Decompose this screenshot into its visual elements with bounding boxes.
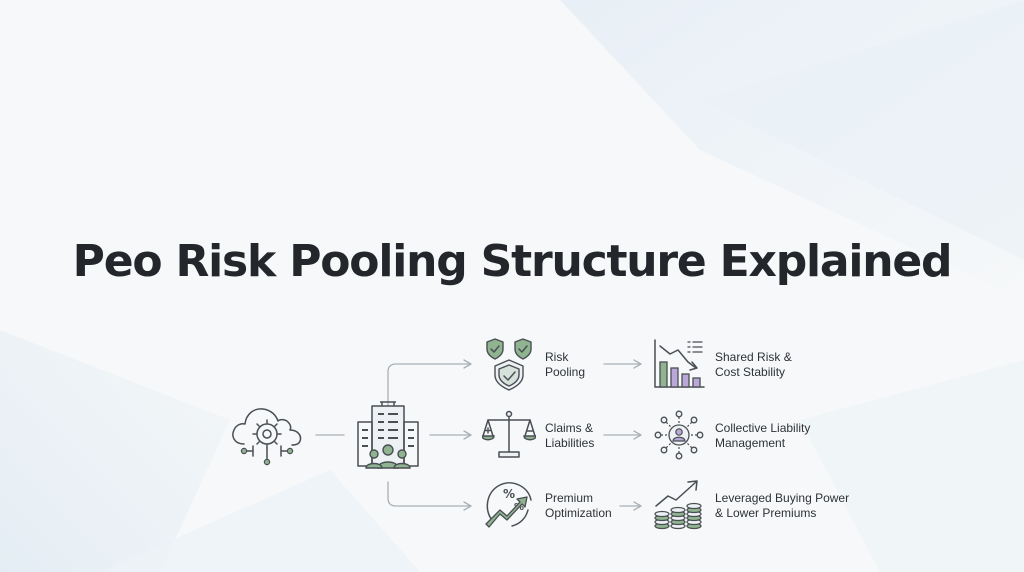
mechanism-label-risk-pooling: Risk Pooling (545, 350, 586, 379)
percent-growth-icon: % % (485, 482, 532, 528)
balance-scale-icon (482, 410, 536, 458)
outcome-label-buying-power: Leveraged Buying Power & Lower Premiums (715, 491, 850, 520)
arrowhead (633, 501, 642, 511)
cloud-gear-icon (232, 408, 302, 466)
network-person-icon (654, 410, 704, 460)
arrowhead (633, 430, 642, 440)
connector-hub-row-1 (387, 363, 471, 406)
arrowhead (633, 359, 642, 369)
coin-stacks-growth-icon (654, 480, 702, 530)
svg-text:%: % (503, 487, 515, 501)
mechanism-label-claims: Claims & Liabilities (545, 421, 595, 450)
mechanism-label-premium: Premium Optimization (545, 491, 612, 520)
declining-bar-chart-icon (654, 339, 705, 388)
shield-check-icon (486, 338, 532, 391)
office-building-people-icon (357, 401, 419, 469)
outcome-label-collective-liability: Collective Liability Management (715, 421, 811, 450)
arrowhead (463, 359, 472, 369)
outcome-label-shared-risk: Shared Risk & Cost Stability (715, 350, 792, 379)
arrowhead (463, 501, 472, 511)
connector-hub-row-3 (387, 481, 471, 507)
page-title: Peo Risk Pooling Structure Explained (72, 236, 953, 287)
arrowhead (463, 430, 472, 440)
